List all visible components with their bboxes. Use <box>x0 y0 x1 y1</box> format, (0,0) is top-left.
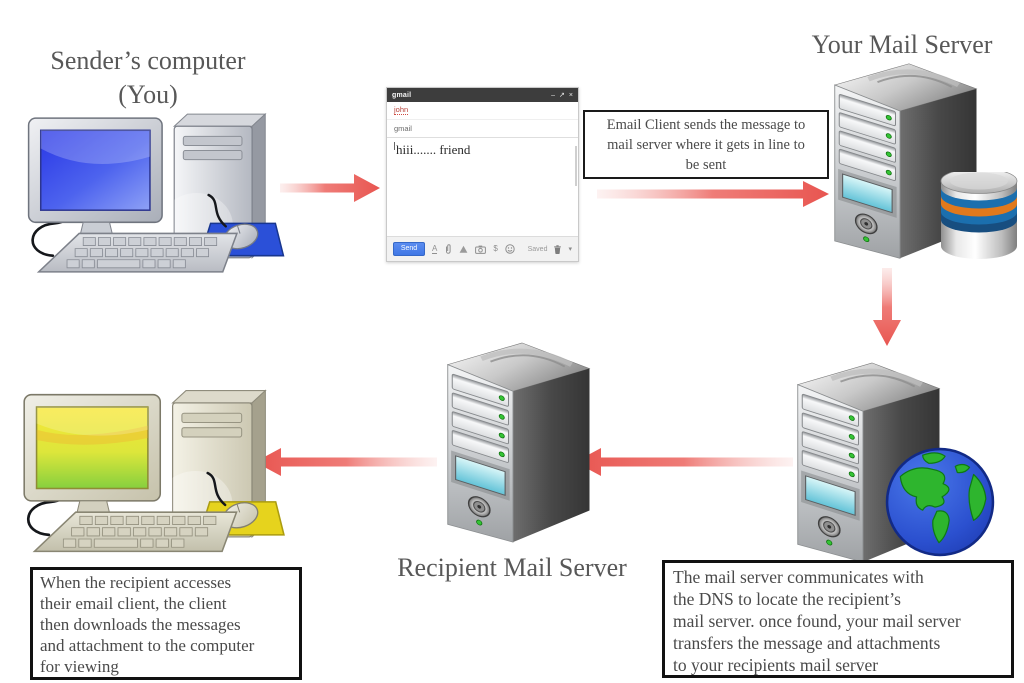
photo-icon[interactable] <box>475 245 487 254</box>
drive-icon[interactable] <box>459 245 468 254</box>
minimize-icon[interactable]: – <box>551 91 556 99</box>
saved-status: Saved <box>527 245 548 253</box>
recipient-value: john <box>394 104 409 116</box>
subject-value: gmail <box>394 124 412 133</box>
your-mail-server-label: Your Mail Server <box>811 30 993 59</box>
note-recipient-download: When the recipient accesses their email … <box>30 567 302 680</box>
email-window-title: gmail <box>392 91 412 99</box>
note-client-sends: Email Client sends the message to mail s… <box>583 110 829 179</box>
keyboard <box>32 511 238 553</box>
sender-computer-label: Sender’s computer (You) <box>50 46 246 109</box>
arrow-server-down <box>872 268 902 346</box>
link-icon[interactable]: $ <box>493 244 498 253</box>
email-compose-window: gmail – ↗ × john gmail hiii....... frien… <box>386 87 579 262</box>
recipient-mail-server-label: Recipient Mail Server <box>397 553 627 582</box>
message-text: hiii....... friend <box>396 142 471 157</box>
recipient-field[interactable]: john <box>387 102 578 120</box>
attach-icon[interactable] <box>444 243 452 255</box>
recipient-computer-illustration <box>18 380 286 564</box>
message-body[interactable]: hiii....... friend <box>387 138 578 236</box>
scrollbar-thumb[interactable] <box>575 146 577 186</box>
sender-computer-illustration <box>22 104 286 284</box>
monitor <box>27 117 163 256</box>
subject-field[interactable]: gmail <box>387 120 578 138</box>
arrow-client-to-server <box>597 180 829 208</box>
keyboard <box>36 232 239 273</box>
monitor-screen <box>39 129 151 211</box>
recipient-mail-server-illustration <box>423 337 603 549</box>
database-icon <box>936 172 1024 264</box>
email-window-titlebar[interactable]: gmail – ↗ × <box>387 88 578 102</box>
emoji-icon[interactable] <box>505 244 515 254</box>
arrow-to-recipient-computer <box>255 446 437 478</box>
send-button[interactable]: Send <box>393 242 425 256</box>
arrow-to-recipient-server <box>575 446 793 478</box>
close-icon[interactable]: × <box>568 91 573 99</box>
more-options-icon[interactable]: ▾ <box>568 245 572 253</box>
arrow-sender-to-client <box>280 172 380 204</box>
trash-icon[interactable] <box>553 244 562 255</box>
note-dns-lookup: The mail server communicates with the DN… <box>662 560 1014 678</box>
monitor-screen <box>35 406 149 490</box>
format-icon[interactable]: A <box>432 243 438 254</box>
globe-icon <box>884 446 996 558</box>
text-cursor <box>394 142 395 150</box>
maximize-icon[interactable]: ↗ <box>559 91 565 99</box>
compose-toolbar: Send A $ <box>387 236 578 261</box>
